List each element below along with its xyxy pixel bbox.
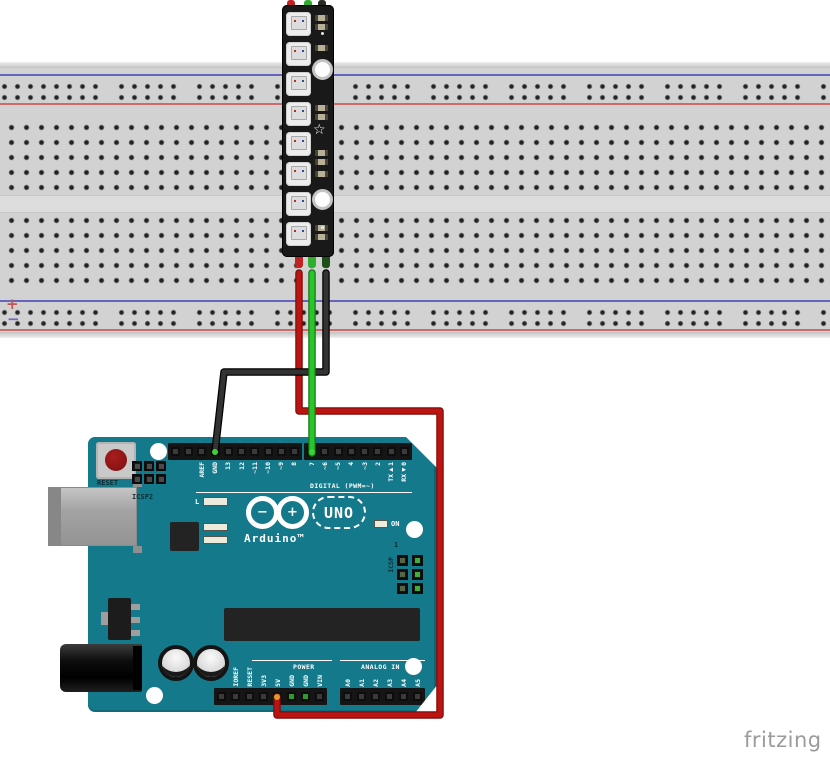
voltage-regulator (108, 598, 131, 640)
power-jack (60, 644, 142, 692)
led-tx (203, 523, 228, 531)
plus-symbol: + (6, 295, 19, 313)
mounting-hole (146, 687, 163, 704)
neopixel-led (286, 72, 311, 96)
breadboard[interactable]: + − (0, 62, 830, 338)
breadboard-grid-upper (0, 120, 830, 195)
mounting-hole (312, 59, 333, 80)
breadboard-center-channel (0, 195, 830, 213)
neopixel-led (286, 102, 311, 126)
smd-resistor (315, 15, 328, 21)
regulator-leg (131, 617, 140, 623)
arduino-logo-plus-circle: + (276, 496, 309, 529)
strip-bottom-pin-data (308, 251, 316, 268)
digital-caption: DIGITAL (PWM=~) (310, 482, 375, 490)
icsp-label: ICSP (387, 557, 395, 573)
smd-resistor (315, 45, 328, 51)
usb-interface-chip (170, 522, 199, 551)
led-l-label: L (195, 498, 200, 506)
mounting-hole (150, 443, 167, 460)
mounting-hole (312, 189, 333, 210)
digital-left-pin-labels: AREF GND 13 12 ~11 ~10 ~9 8 (197, 462, 299, 478)
power-pin-labels: IOREF RESET 3V3 5V GND GND VIN (231, 667, 324, 687)
icsp2-label: ICSP2 (132, 493, 154, 501)
neopixel-led (286, 222, 311, 246)
breadboard-grid-lower (0, 213, 830, 288)
led-l (203, 497, 228, 506)
breadboard-top-power-rail (0, 74, 830, 105)
digital-header-left[interactable] (168, 443, 302, 460)
power-rail-holes (0, 307, 830, 329)
neopixel-strip[interactable]: ☆ (282, 0, 334, 275)
neopixel-led (286, 12, 311, 36)
board-corner-cut (415, 684, 438, 713)
silkscreen-dot (321, 226, 324, 229)
regulator-leg (131, 604, 140, 610)
digital-header-right[interactable] (304, 443, 412, 460)
power-header[interactable] (214, 688, 327, 705)
strip-bottom-pin-power (295, 251, 303, 268)
atmega-chip (224, 608, 420, 641)
minus-symbol: − (7, 310, 20, 328)
silkscreen-line (196, 492, 412, 493)
smd-resistor (315, 105, 328, 111)
reset-button[interactable] (96, 442, 136, 479)
neopixel-led (286, 192, 311, 216)
smd-resistor (315, 150, 328, 156)
capacitor (158, 645, 194, 681)
smd-resistor (315, 171, 328, 177)
regulator-leg (131, 630, 140, 636)
arduino-logo-minus-circle: − (246, 496, 279, 529)
silkscreen-line (340, 660, 425, 661)
breadboard-bottom-power-rail (0, 300, 830, 331)
icsp-pin1-label: 1 (394, 541, 399, 549)
smd-resistor (315, 234, 328, 240)
neopixel-led (286, 42, 311, 66)
led-rx (203, 536, 228, 544)
silkscreen-dot (321, 32, 324, 35)
breadboard-bottom-edge (0, 332, 830, 338)
strip-bottom-pin-ground (322, 251, 330, 268)
led-on-label: ON (391, 520, 400, 528)
reset-label: RESET (97, 479, 119, 487)
power-rail-holes (0, 81, 830, 103)
smd-resistor (315, 159, 328, 165)
fritzing-watermark: fritzing (744, 728, 822, 752)
analog-pin-labels: A0 A1 A2 A3 A4 A5 (343, 679, 422, 687)
uno-badge: UNO (312, 496, 366, 529)
board-corner-cut (405, 436, 438, 469)
neopixel-led (286, 162, 311, 186)
icsp2-header[interactable] (132, 461, 166, 484)
analog-header[interactable] (340, 688, 425, 705)
usb-tab (133, 546, 142, 553)
smd-resistor (315, 114, 328, 120)
neopixel-led (286, 132, 311, 156)
led-on (374, 520, 388, 528)
mounting-hole (406, 521, 423, 538)
icsp-header[interactable] (397, 555, 423, 594)
breadboard-top-edge (0, 62, 830, 68)
silkscreen-line (252, 660, 332, 661)
smd-resistor (315, 24, 328, 30)
arduino-uno[interactable]: RESET ICSP2 AREF GND 13 12 ~11 ~10 ~9 (48, 436, 438, 713)
neopixel-pcb: ☆ (282, 5, 334, 257)
star-icon: ☆ (313, 122, 326, 138)
arduino-brand: Arduino™ (244, 532, 305, 545)
usb-connector (48, 487, 137, 546)
regulator-tab (101, 612, 108, 625)
capacitor (193, 645, 229, 681)
